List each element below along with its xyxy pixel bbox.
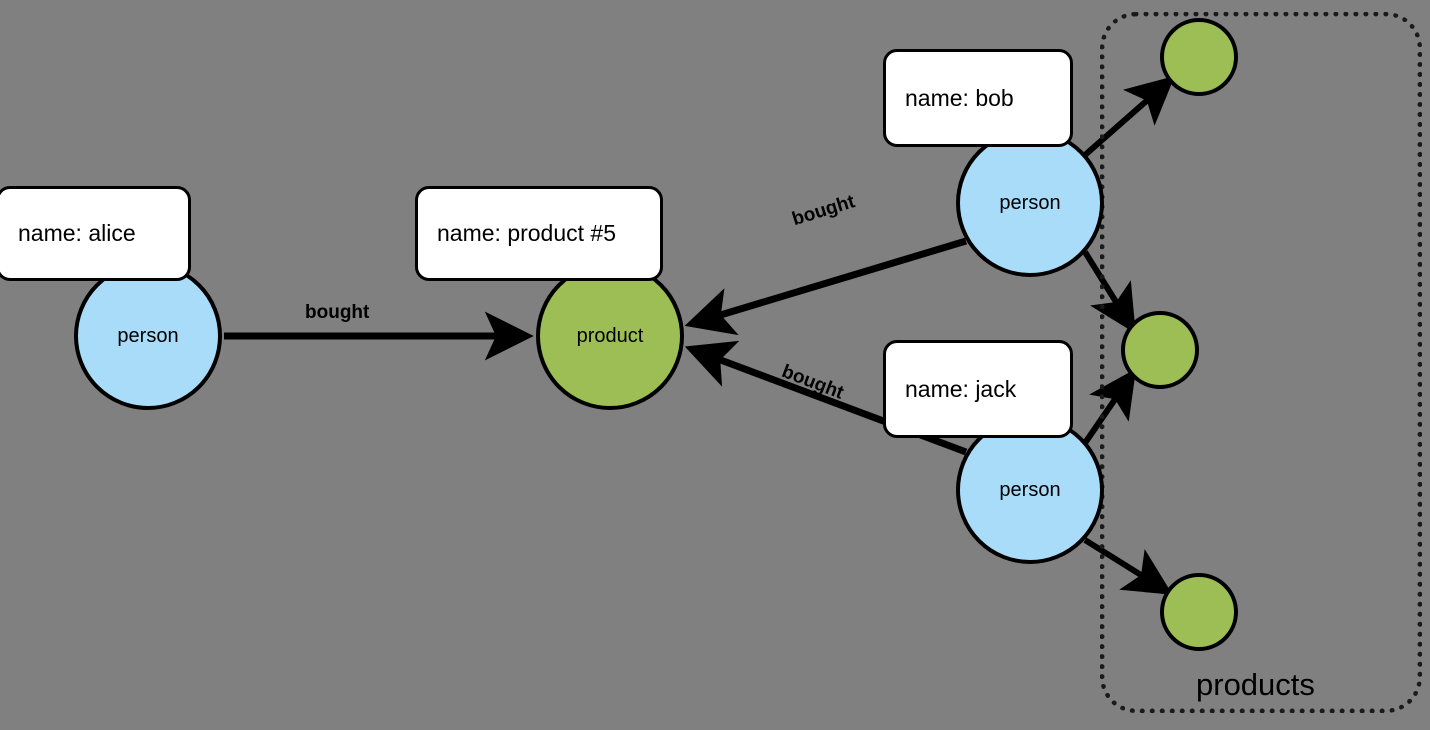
edge-bob-bought-product[interactable] xyxy=(684,237,968,336)
node-person-jack[interactable]: person xyxy=(956,416,1104,564)
products-group-label: products xyxy=(1196,667,1315,702)
property-text-product5: name: product #5 xyxy=(437,220,617,246)
node-product-mid[interactable] xyxy=(1121,311,1199,389)
property-box-alice[interactable]: name: alice xyxy=(0,186,191,281)
property-box-jack[interactable]: name: jack xyxy=(883,340,1073,438)
node-label-alice: person xyxy=(117,325,179,347)
property-box-bob[interactable]: name: bob xyxy=(883,49,1073,147)
edge-label-alice-bought: bought xyxy=(305,302,370,323)
node-person-bob[interactable]: person xyxy=(956,129,1104,277)
edge-bob-to-product-top[interactable] xyxy=(1083,76,1175,158)
node-product-top[interactable] xyxy=(1160,18,1238,96)
property-text-alice: name: alice xyxy=(18,220,136,246)
edge-jack-to-product-bottom[interactable] xyxy=(1083,537,1173,595)
edge-jack-to-product-mid[interactable] xyxy=(1082,368,1137,445)
node-label-bob: person xyxy=(999,192,1061,214)
edge-bob-to-product-mid[interactable] xyxy=(1082,250,1136,334)
node-product-bottom[interactable] xyxy=(1160,573,1238,651)
property-box-product5[interactable]: name: product #5 xyxy=(415,186,663,281)
node-person-alice[interactable]: person xyxy=(74,262,222,410)
node-label-jack: person xyxy=(999,479,1061,501)
property-text-bob: name: bob xyxy=(905,84,1014,111)
products-group-container[interactable] xyxy=(1100,12,1422,713)
property-text-jack: name: jack xyxy=(905,375,1017,402)
node-label-product5: product xyxy=(576,325,644,347)
node-product-product5[interactable]: product xyxy=(536,262,684,410)
